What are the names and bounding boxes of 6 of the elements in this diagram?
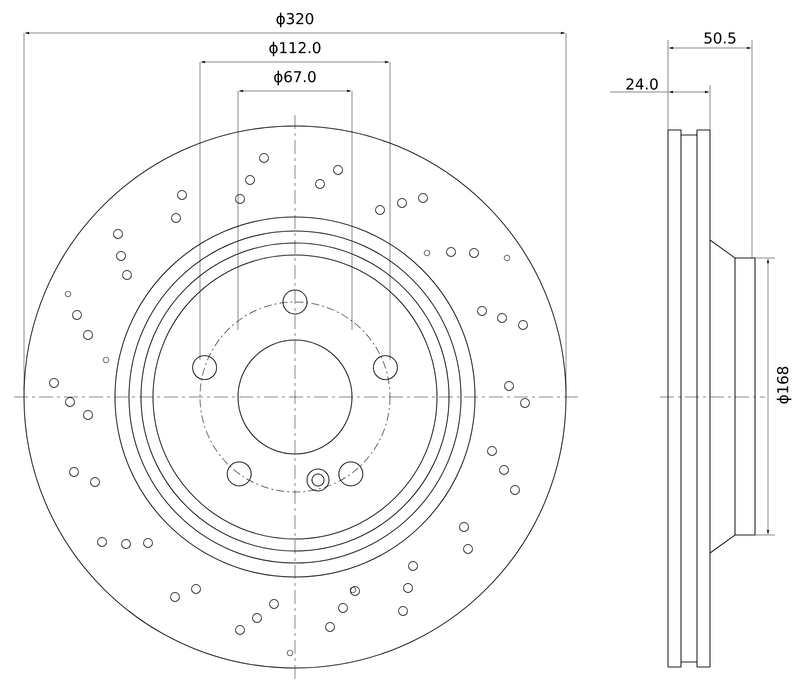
dimension-label: ϕ320 bbox=[276, 12, 314, 28]
dimension-label: 24.0 bbox=[626, 78, 658, 90]
dimension-label: ϕ112.0 bbox=[269, 42, 320, 56]
dimension-label: ϕ168 bbox=[776, 366, 792, 404]
dimension-label: ϕ67.0 bbox=[274, 70, 316, 86]
dimension-label: 50.5 bbox=[704, 32, 736, 44]
